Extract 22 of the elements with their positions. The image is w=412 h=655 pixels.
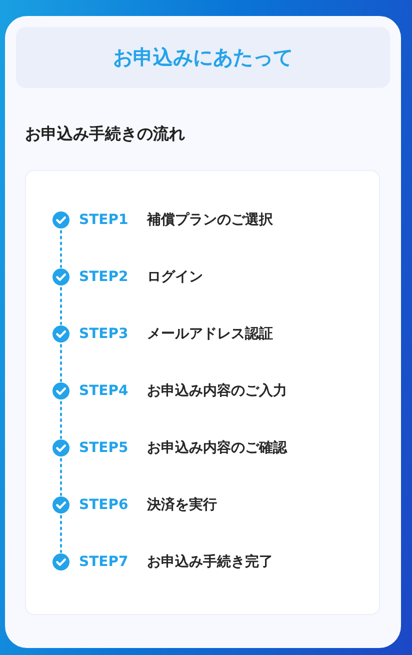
step-label: メールアドレス認証 (147, 325, 273, 343)
step-label: お申込み内容のご入力 (147, 382, 287, 400)
step-label: 補償プランのご選択 (147, 211, 273, 229)
dotted-connector (60, 287, 62, 325)
step-number: STEP3 (79, 325, 128, 343)
step-number: STEP4 (79, 382, 128, 400)
step-label: お申込み手続き完了 (147, 553, 273, 571)
step-number: STEP7 (79, 553, 128, 571)
step-number: STEP5 (79, 439, 128, 457)
dotted-connector (60, 344, 62, 382)
step-number: STEP1 (79, 211, 128, 229)
dotted-connector (60, 515, 62, 553)
step-number: STEP6 (79, 496, 128, 514)
step-label: 決済を実行 (147, 496, 217, 514)
section-heading: お申込み手続きの流れ (25, 123, 185, 145)
step-number: STEP2 (79, 268, 128, 286)
dotted-connector (60, 230, 62, 268)
title-band: お申込みにあたって (16, 27, 390, 88)
step-label: ログイン (147, 268, 203, 286)
dotted-connector (60, 401, 62, 439)
step-label: お申込み内容のご確認 (147, 439, 287, 457)
dotted-connector (60, 458, 62, 496)
